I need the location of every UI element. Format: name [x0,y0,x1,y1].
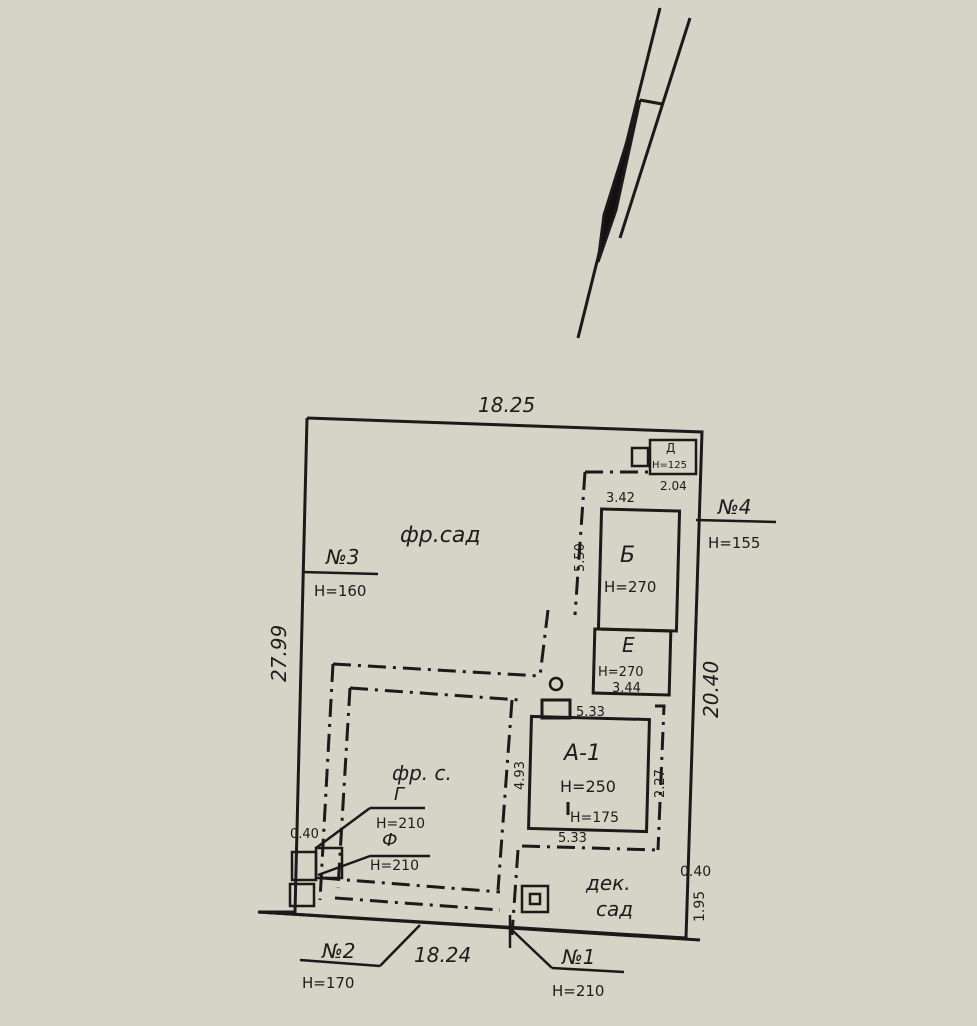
marker-n2-height: Н=170 [302,974,354,992]
d-height: Н=125 [652,460,687,471]
dimension-left: 27.99 [267,625,291,682]
b-dim-top: 3.42 [606,491,635,506]
a1-height-1: Н=250 [560,777,616,796]
dimension-left-small: 0.40 [290,827,319,842]
marker-n3-label: №3 [325,545,360,569]
a1-dim-top: 5.33 [576,705,605,720]
a1-dim-bottom: 5.33 [558,831,587,846]
a1-height-2: Н=175 [570,810,619,826]
area-decor-1: дек. [585,871,631,895]
well-icon [520,676,564,914]
b-label: Б [620,543,635,568]
north-arrow-icon [576,7,692,339]
building-b [596,507,682,633]
dimension-right: 20.40 [699,661,723,718]
d-label: Д [666,441,675,455]
dimension-bottom: 18.24 [414,943,471,967]
marker-n1-label: №1 [561,945,596,969]
b-dim-side: 5.50 [573,543,588,572]
area-garden-left: фр. с. [392,761,452,785]
g-height: Н=210 [376,816,425,832]
dimension-right-small-a: 0.40 [680,864,711,880]
area-decor-2: сад [596,897,633,921]
a1-label: А-1 [562,741,601,766]
internal-fences [318,470,666,936]
d-dim: 2.04 [660,479,687,493]
marker-n3-height: Н=160 [314,582,366,600]
e-dim-bottom: 3.44 [612,681,641,696]
area-garden-top: фр.сад [400,523,481,548]
marker-n2-label: №2 [321,939,356,963]
building-e [591,627,673,697]
a1-dim-left: 4.93 [513,761,528,790]
marker-lines [299,518,777,974]
a1-dim-right: 2.27 [653,769,668,798]
marker-n4-height: Н=155 [708,534,760,552]
marker-n4-label: №4 [717,495,752,519]
e-height: Н=270 [598,665,643,680]
building-d [630,438,698,476]
plot-boundary [257,416,704,942]
g-label: Г [394,784,406,805]
f-label: Ф [382,830,398,851]
dimension-top: 18.25 [478,393,535,417]
building-a1 [527,698,651,834]
b-height: Н=270 [604,578,656,596]
building-g-f [288,806,430,908]
e-label: Е [622,633,635,657]
marker-n1-height: Н=210 [552,982,604,1000]
f-height: Н=210 [370,858,419,874]
dimension-right-small-b: 1.95 [692,891,708,922]
